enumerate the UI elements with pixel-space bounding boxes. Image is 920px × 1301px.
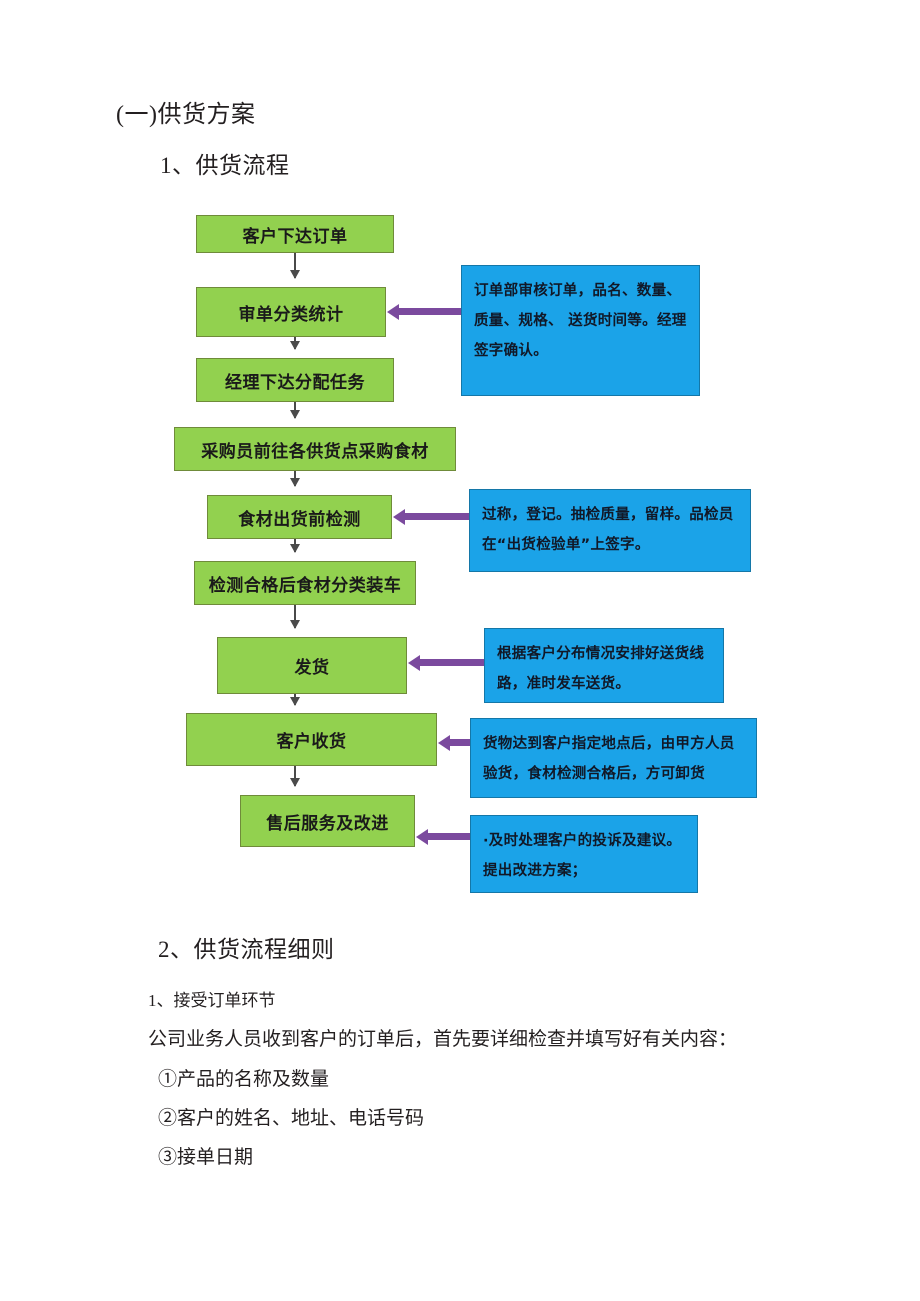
flow-node-n1[interactable]: 客户下达订单 (196, 215, 394, 253)
callout-arrow-c3 (419, 659, 485, 666)
flow-node-n8[interactable]: 客户收货 (186, 713, 437, 766)
callout-arrow-c5 (427, 833, 471, 840)
detail-item-2: ②客户的姓名、地址、电话号码 (158, 1108, 425, 1129)
subheading-supply-flow: 1、供货流程 (160, 153, 290, 178)
detail-intro: 公司业务人员收到客户的订单后，首先要详细检查并填写好有关内容： (148, 1029, 738, 1050)
page-title: (一)供货方案 (116, 102, 256, 128)
flow-node-n9[interactable]: 售后服务及改进 (240, 795, 415, 847)
flow-note-c2[interactable]: 过称，登记。抽检质量，留样。品检员在“出货检验单”上签字。 (469, 489, 751, 572)
flow-note-c3[interactable]: 根据客户分布情况安排好送货线路，准时发车送货。 (484, 628, 724, 703)
flow-edge-n7-n8 (294, 694, 296, 705)
flow-node-n6[interactable]: 检测合格后食材分类装车 (194, 561, 416, 605)
flow-edge-n3-n4 (294, 402, 296, 418)
flow-edge-n4-n5 (294, 471, 296, 486)
flow-node-n2[interactable]: 审单分类统计 (196, 287, 386, 337)
callout-arrow-c1 (398, 308, 462, 315)
flow-edge-n1-n2 (294, 253, 296, 278)
flow-note-c1[interactable]: 订单部审核订单，品名、数量、质量、规格、 送货时间等。经理签字确认。 (461, 265, 700, 396)
detail-heading: 1、接受订单环节 (148, 991, 276, 1010)
subheading-supply-flow-rules: 2、供货流程细则 (158, 937, 335, 962)
flow-edge-n8-n9 (294, 766, 296, 786)
flow-node-n5[interactable]: 食材出货前检测 (207, 495, 392, 539)
flow-note-c4[interactable]: 货物达到客户指定地点后，由甲方人员验货，食材检测合格后，方可卸货 (470, 718, 757, 798)
flow-node-n3[interactable]: 经理下达分配任务 (196, 358, 394, 402)
flow-node-n4[interactable]: 采购员前往各供货点采购食材 (174, 427, 456, 471)
flow-edge-n5-n6 (294, 539, 296, 552)
detail-item-3: ③接单日期 (158, 1147, 254, 1168)
callout-arrow-c4 (449, 739, 471, 746)
detail-item-1: ①产品的名称及数量 (158, 1069, 330, 1090)
flow-edge-n2-n3 (294, 337, 296, 349)
flow-note-c5[interactable]: ·及时处理客户的投诉及建议。提出改进方案； (470, 815, 698, 893)
flow-edge-n6-n7 (294, 605, 296, 628)
callout-arrow-c2 (404, 513, 470, 520)
flow-node-n7[interactable]: 发货 (217, 637, 407, 694)
